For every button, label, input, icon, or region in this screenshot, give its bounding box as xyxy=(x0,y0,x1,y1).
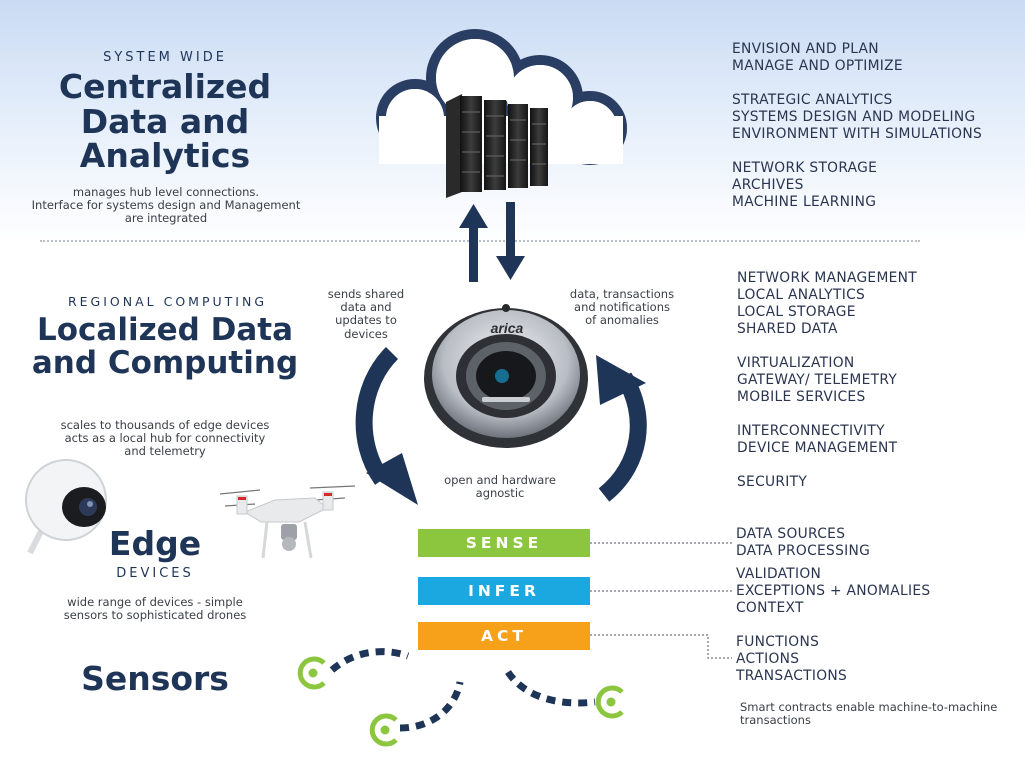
tier-divider xyxy=(40,240,920,242)
stage-sense-bar: SENSE xyxy=(418,529,590,557)
stage-connectors xyxy=(590,542,732,659)
hub-device-icon xyxy=(424,304,588,448)
sensors-title: Sensors xyxy=(81,659,229,698)
central-title: Centralized Data and Analytics xyxy=(58,67,272,176)
central-capabilities: ENVISION AND PLAN MANAGE AND OPTIMIZE ST… xyxy=(732,41,982,210)
sensor-network-links xyxy=(329,648,596,732)
regional-title: Localized Data and Computing xyxy=(31,312,299,381)
stage-infer-items: VALIDATION EXCEPTIONS + ANOMALIES CONTEX… xyxy=(736,566,931,616)
edge-kicker: DEVICES xyxy=(116,566,194,581)
central-description: manages hub level connections. Interface… xyxy=(31,185,301,226)
edge-description: wide range of devices - simple sensors t… xyxy=(63,595,247,623)
sensor-node-icon xyxy=(369,713,398,747)
downstream-curved-arrow xyxy=(355,346,418,505)
sync-arrows-icon xyxy=(459,202,525,282)
stage-act-items: FUNCTIONS ACTIONS TRANSACTIONS xyxy=(736,634,848,684)
flow-label-downstream: sends shared data and updates to devices xyxy=(327,287,405,341)
central-kicker: SYSTEM WIDE xyxy=(103,50,227,65)
stage-infer-bar: INFER xyxy=(418,577,590,605)
hub-brand-label: arica xyxy=(490,320,524,336)
upstream-curved-arrow xyxy=(596,355,647,502)
stage-sense-items: DATA SOURCES DATA PROCESSING xyxy=(736,526,871,559)
security-camera-icon xyxy=(25,459,107,555)
sensor-node-icon xyxy=(297,656,326,690)
footnote: Smart contracts enable machine-to-machin… xyxy=(740,700,998,728)
flow-label-upstream: data, transactions and notifications of … xyxy=(569,287,675,328)
sensor-node-icon xyxy=(595,685,624,719)
server-rack-icon xyxy=(446,94,548,198)
regional-capabilities: NETWORK MANAGEMENT LOCAL ANALYTICS LOCAL… xyxy=(737,270,918,490)
flow-label-agnostic: open and hardware agnostic xyxy=(444,473,556,501)
stage-act-bar: ACT xyxy=(418,622,590,650)
edge-title: Edge xyxy=(108,524,202,563)
drone-icon xyxy=(219,485,356,559)
regional-description: scales to thousands of edge devices acts… xyxy=(60,418,270,459)
regional-kicker: REGIONAL COMPUTING xyxy=(67,294,268,309)
